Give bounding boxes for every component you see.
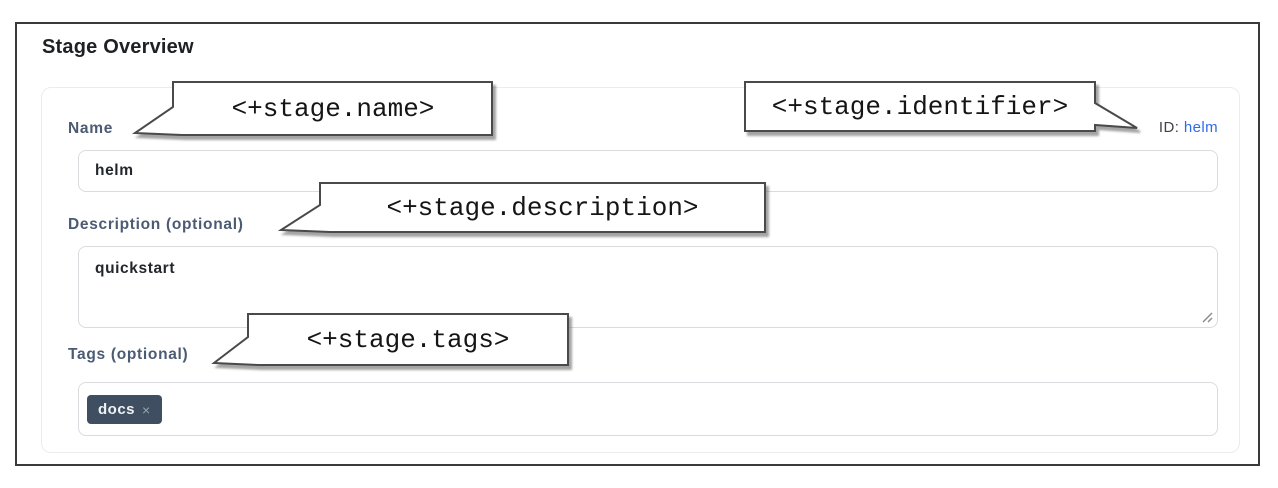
identifier-prefix-label: ID: — [1158, 119, 1180, 136]
page-title: Stage Overview — [42, 36, 194, 58]
tags-label: Tags (optional) — [68, 346, 189, 363]
textarea-resize-handle-icon[interactable] — [1200, 310, 1214, 324]
description-textarea[interactable]: quickstart — [78, 246, 1218, 328]
identifier-row: ID: helm — [1159, 119, 1218, 136]
name-input[interactable] — [78, 150, 1218, 192]
tags-input[interactable]: docs × — [78, 382, 1218, 436]
identifier-value-link[interactable]: helm — [1183, 119, 1218, 136]
tag-chip: docs × — [87, 395, 162, 424]
name-label: Name — [68, 120, 114, 137]
tag-chip-label: docs — [98, 401, 136, 418]
tag-remove-icon[interactable]: × — [142, 401, 151, 418]
description-label: Description (optional) — [68, 216, 244, 233]
